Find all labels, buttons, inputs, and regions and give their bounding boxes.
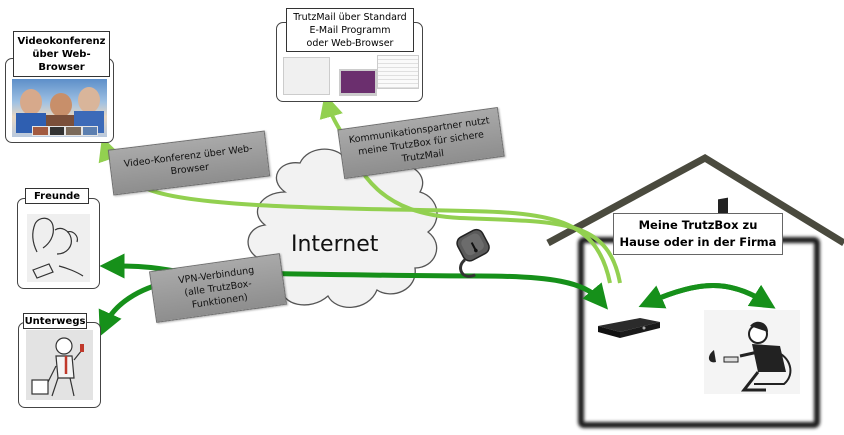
traveler-illustration bbox=[26, 330, 93, 400]
video-conference-photo bbox=[12, 79, 107, 137]
friends-card bbox=[17, 198, 100, 289]
webmail-screenshot bbox=[377, 55, 419, 89]
friends-label: Freunde bbox=[25, 188, 89, 204]
user-at-computer-icon bbox=[704, 197, 800, 394]
padlock-icon bbox=[456, 228, 490, 278]
home-title: Meine TrutzBox zu Hause oder in der Firm… bbox=[613, 213, 783, 255]
friends-illustration bbox=[27, 214, 90, 282]
trutzbox-device bbox=[598, 318, 660, 338]
arrow-lan bbox=[638, 283, 776, 309]
internet-label: Internet bbox=[291, 232, 379, 257]
house-roof bbox=[546, 153, 844, 247]
mobile-label: Unterwegs bbox=[23, 313, 87, 329]
trutzmail-label: TrutzMail über Standard E-Mail Programm … bbox=[286, 8, 414, 52]
laptop-icon bbox=[339, 69, 377, 96]
mail-client-screenshot bbox=[283, 57, 330, 95]
mobile-card bbox=[18, 322, 101, 408]
arrow-trutzmail bbox=[319, 93, 622, 284]
video-conference-label: Videokonferenz über Web- Browser bbox=[13, 31, 110, 77]
